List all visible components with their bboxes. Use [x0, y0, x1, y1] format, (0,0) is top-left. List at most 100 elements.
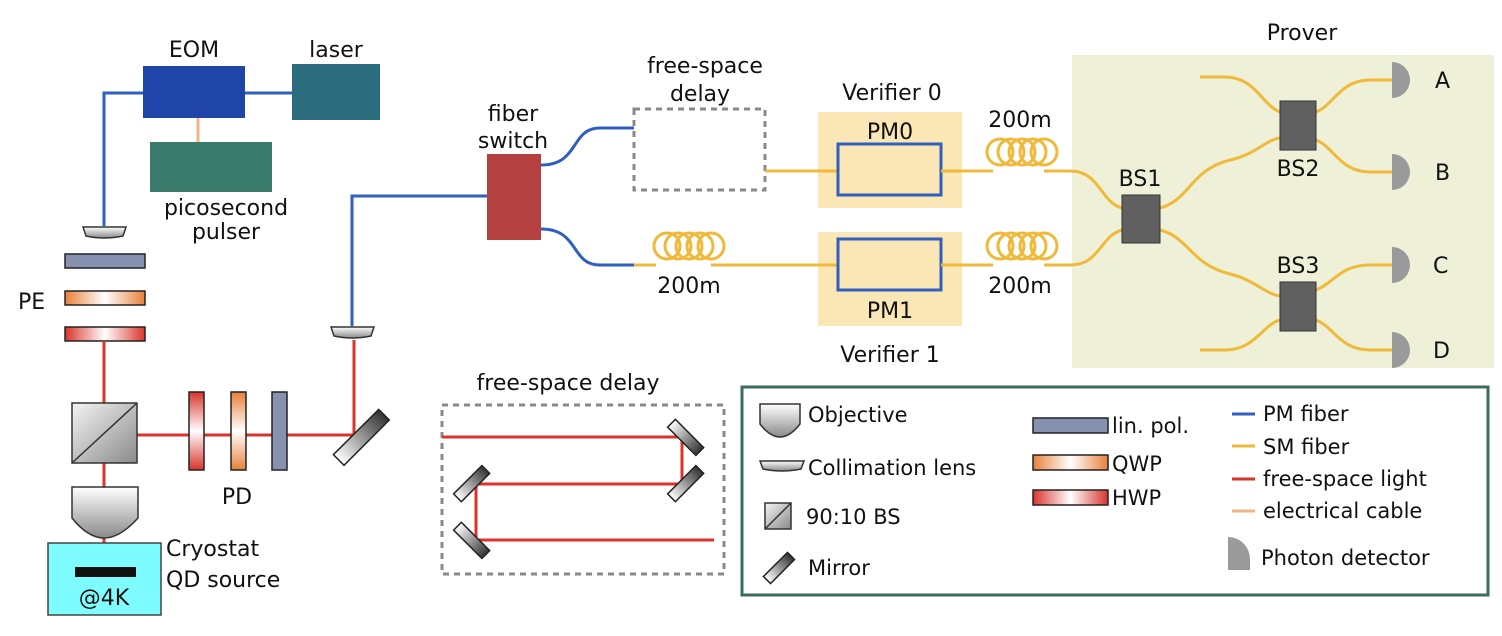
sm-fiber-bs2-to-b	[1315, 138, 1392, 174]
detector-b-label: B	[1435, 161, 1450, 186]
cryostat-label-2: QD source	[166, 568, 280, 593]
detector-a	[1392, 62, 1410, 98]
legend-objective: Objective	[808, 403, 908, 427]
legend-hwp-icon	[1032, 489, 1109, 506]
pe-quarter-waveplate	[64, 290, 146, 306]
objective-lens	[71, 486, 139, 539]
pe-linear-polarizer	[64, 253, 146, 269]
bs3-label: BS3	[1277, 254, 1320, 279]
fiber-spool-v0	[985, 137, 1059, 167]
detector-c	[1392, 247, 1410, 283]
sm-fiber-bs2-input-top	[1200, 75, 1281, 114]
collimation-lens-left	[81, 226, 128, 239]
cryostat-box	[47, 542, 162, 616]
verifier0-label: Verifier 0	[842, 81, 941, 106]
fsd-upper-label-1: free-space	[647, 54, 763, 79]
spool-lower-label: 200m	[657, 274, 720, 299]
pd-half-waveplate	[188, 391, 205, 471]
spool-v1-label: 200m	[988, 274, 1051, 299]
switch-label-2: switch	[478, 129, 548, 154]
fsd-upper-label-2: delay	[670, 82, 730, 107]
pm-fiber-eom-down	[102, 91, 143, 226]
laser-box	[292, 64, 380, 120]
sm-fiber-spool-bs1-lower	[1044, 228, 1123, 267]
fiber-spool-v1	[985, 231, 1059, 261]
detector-c-label: C	[1433, 254, 1448, 279]
sm-fiber-spool-bs1-upper	[1044, 169, 1123, 210]
fiber-spool-lower	[652, 231, 726, 261]
legend-qwp-icon	[1032, 454, 1109, 471]
legend-bs-icon	[764, 502, 792, 530]
legend-objective-icon	[759, 403, 801, 438]
legend-detector-icon	[1228, 537, 1250, 570]
pd-linear-polarizer	[271, 391, 288, 471]
spool-v0-label: 200m	[988, 108, 1051, 133]
fsd-mirror-2	[666, 464, 705, 503]
free-space-delay-upper	[632, 107, 767, 192]
legend-qwp: QWP	[1112, 452, 1162, 476]
verifier0-region	[818, 112, 962, 208]
fsd-mirror-4	[452, 521, 491, 560]
eom-label: EOM	[169, 38, 219, 63]
fsd-mirror-1	[666, 418, 705, 457]
fsd-box-label: free-space delay	[477, 371, 660, 396]
pd-label: PD	[222, 485, 252, 510]
sm-fiber-bs3-to-c	[1315, 263, 1392, 292]
pulser-label-1: picosecond	[164, 196, 288, 221]
sm-fiber-bs1-bs2	[1159, 136, 1281, 210]
bs1-label: BS1	[1119, 167, 1162, 192]
legend-mirror-icon	[762, 551, 796, 585]
detector-b	[1392, 154, 1410, 190]
qd-sample	[75, 567, 136, 577]
collimation-lens-right	[329, 326, 376, 339]
pulser-label-2: pulser	[192, 220, 261, 245]
pm-fiber-to-switch	[350, 194, 487, 326]
pulser-box	[150, 142, 272, 192]
legend-bs: 90:10 BS	[806, 505, 901, 529]
verifier1-region	[818, 232, 962, 326]
beam-splitter-diagonal	[71, 402, 138, 464]
bs1-box	[1121, 194, 1161, 244]
mirror-main	[332, 408, 391, 467]
legend-box	[740, 385, 1490, 597]
pe-label: PE	[18, 290, 45, 315]
legend-linpol-icon	[1032, 417, 1109, 434]
sm-fiber-bs2-to-a	[1315, 78, 1392, 114]
detector-d-label: D	[1433, 339, 1450, 364]
free-space-delay-box	[440, 403, 726, 576]
bs3-box	[1279, 281, 1317, 332]
fsd-beam-path	[442, 435, 714, 542]
fsd-mirror-3	[452, 464, 491, 503]
sm-fiber-bs1-bs3	[1159, 228, 1281, 298]
eom-box	[143, 66, 245, 118]
legend-collimation-icon	[758, 460, 806, 472]
legend-hwp: HWP	[1112, 486, 1161, 510]
legend-cable: electrical cable	[1263, 499, 1422, 523]
cryostat-label-1: Cryostat	[166, 537, 259, 562]
bs2-label: BS2	[1277, 157, 1320, 182]
prover-label: Prover	[1267, 21, 1338, 46]
switch-label-1: fiber	[488, 102, 539, 127]
pm1-label: PM1	[867, 299, 913, 324]
temp-label: @4K	[79, 586, 130, 611]
pm-fiber-switch-upper	[540, 126, 634, 167]
bs2-box	[1279, 100, 1317, 151]
legend-sm-fiber: SM fiber	[1263, 435, 1350, 459]
detector-a-label: A	[1435, 69, 1450, 94]
fiber-switch-box	[487, 154, 541, 240]
pe-half-waveplate	[64, 326, 146, 342]
laser-label: laser	[309, 38, 364, 63]
legend-collimation: Collimation lens	[808, 456, 976, 480]
verifier1-label: Verifier 1	[840, 343, 939, 368]
pm-fiber-switch-lower	[540, 227, 634, 267]
legend-detector: Photon detector	[1261, 546, 1430, 570]
detector-d	[1392, 332, 1410, 368]
pd-quarter-waveplate	[230, 391, 247, 471]
pm0-label: PM0	[867, 120, 913, 145]
sm-fiber-bs3-input-bottom	[1200, 318, 1281, 352]
legend-pm-fiber: PM fiber	[1263, 402, 1349, 426]
legend-free-space: free-space light	[1263, 467, 1427, 491]
legend-linpol: lin. pol.	[1112, 414, 1189, 438]
legend-mirror: Mirror	[808, 556, 870, 580]
